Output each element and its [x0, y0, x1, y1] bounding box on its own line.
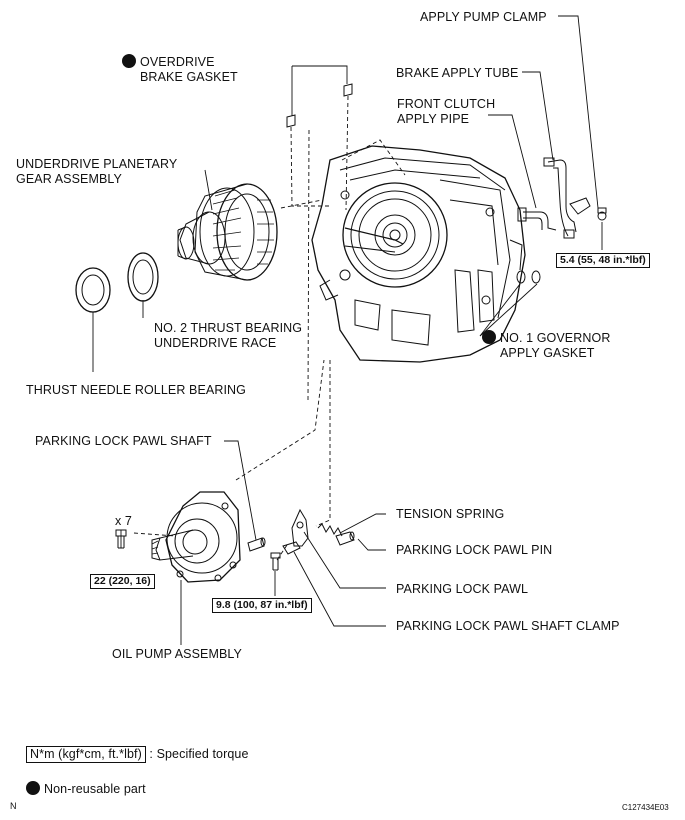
- parking-lock-pawl-pin-label: PARKING LOCK PAWL PIN: [396, 543, 553, 557]
- shaft-clamp-part: [282, 541, 301, 555]
- legend-non-reusable-text: Non-reusable part: [44, 782, 146, 796]
- no2-thrust-bearing-label: NO. 2 THRUST BEARING UNDERDRIVE RACE: [154, 321, 303, 350]
- overdrive-brake-gaskets: [286, 83, 353, 128]
- thrust-needle-roller-bearing-label: THRUST NEEDLE ROLLER BEARING: [26, 383, 246, 397]
- corner-code-left: N: [10, 801, 17, 811]
- non-reusable-dot-icon: [26, 781, 40, 795]
- overdrive-brake-gasket-label: OVERDRIVE BRAKE GASKET: [122, 54, 238, 85]
- tension-spring-part: [317, 523, 343, 537]
- tension-spring-label: TENSION SPRING: [396, 507, 505, 521]
- legend-torque-text: : Specified torque: [149, 747, 249, 761]
- underdrive-planetary-gear: [177, 183, 278, 281]
- thrust-needle-roller-bearing-ring: [75, 267, 111, 313]
- torque-oil-pump-bolt: 22 (220, 16): [90, 574, 155, 589]
- non-reusable-marker-icon: [482, 330, 496, 344]
- legend-non-reusable: Non-reusable part: [26, 781, 146, 797]
- underdrive-planetary-gear-label: UNDERDRIVE PLANETARY GEAR ASSEMBLY: [16, 157, 178, 186]
- legend-torque: N*m (kgf*cm, ft.*lbf) : Specified torque: [26, 746, 249, 763]
- transaxle-case: [311, 145, 526, 363]
- shaft-clamp-bolt: [270, 552, 281, 571]
- torque-shaft-clamp-bolt: 9.8 (100, 87 in.*lbf): [212, 598, 312, 613]
- leader-lines: [92, 15, 603, 645]
- oil-pump-assembly-label: OIL PUMP ASSEMBLY: [112, 647, 242, 661]
- bolt-count-label: x 7: [115, 514, 132, 528]
- legend-torque-box: N*m (kgf*cm, ft.*lbf): [26, 746, 146, 763]
- non-reusable-marker-icon: OVERDRIVE: [122, 54, 238, 70]
- torque-apply-pump-clamp: 5.4 (55, 48 in.*lbf): [556, 253, 650, 268]
- oil-pump-assembly: [151, 491, 241, 583]
- front-clutch-apply-pipe: [517, 207, 557, 231]
- parking-lock-pawl-shaft-clamp-label: PARKING LOCK PAWL SHAFT CLAMP: [396, 619, 620, 633]
- no1-governor-apply-gasket-label: NO. 1 GOVERNOR APPLY GASKET: [482, 330, 610, 361]
- front-clutch-apply-pipe-label: FRONT CLUTCH APPLY PIPE: [397, 97, 496, 126]
- apply-pump-clamp: [569, 197, 607, 221]
- figure-id: C127434E03: [622, 803, 669, 812]
- pawl-pin-part: [335, 531, 355, 546]
- assembly-dashed-lines: [133, 95, 406, 561]
- parking-lock-pawl-shaft-label: PARKING LOCK PAWL SHAFT: [35, 434, 212, 448]
- thrust-race-ring: [127, 252, 159, 302]
- apply-pump-clamp-label: APPLY PUMP CLAMP: [420, 10, 547, 24]
- brake-apply-tube: [543, 157, 577, 239]
- parking-lock-pawl-part: [291, 508, 309, 547]
- governor-apply-gaskets: [516, 270, 541, 284]
- parking-lock-pawl-label: PARKING LOCK PAWL: [396, 582, 529, 596]
- parking-lock-pawl-shaft-part: [247, 537, 266, 552]
- brake-apply-tube-label: BRAKE APPLY TUBE: [396, 66, 519, 80]
